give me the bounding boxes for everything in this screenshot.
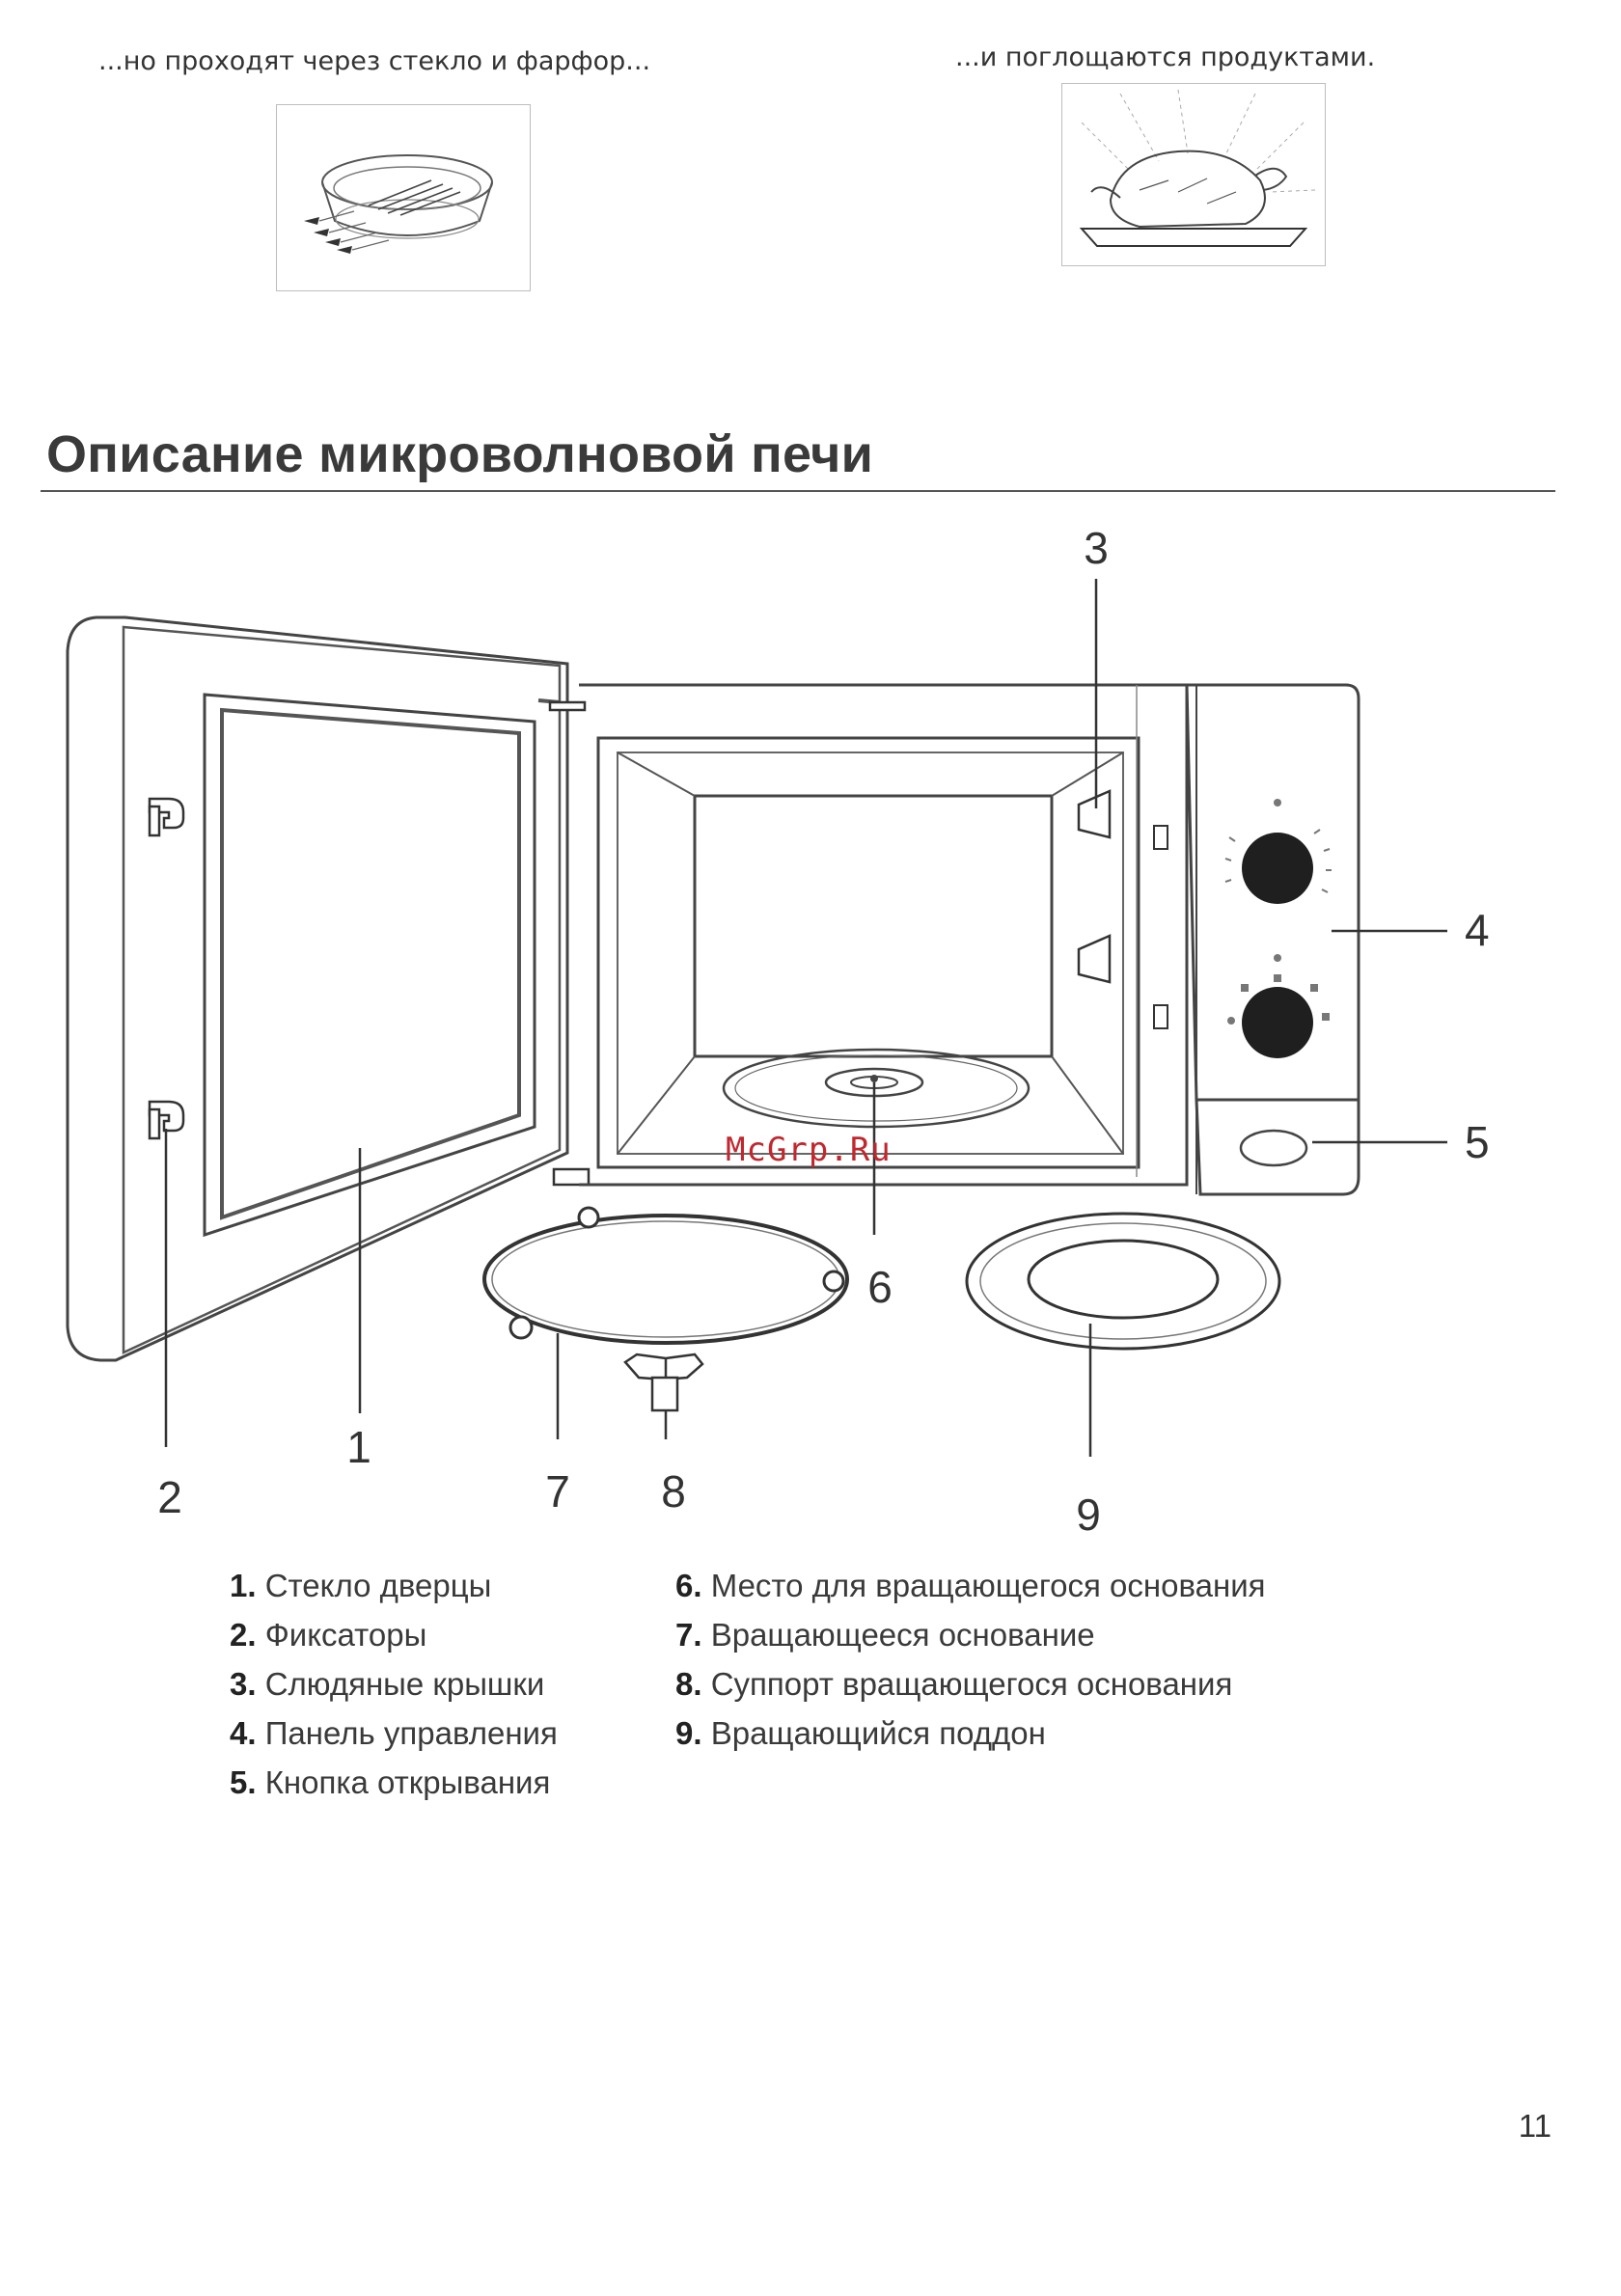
legend-item: 5. Кнопка открывания (230, 1758, 558, 1807)
callout-1: 1 (346, 1422, 371, 1472)
legend-text: Суппорт вращающегося основания (710, 1666, 1233, 1702)
legend-text: Место для вращающегося основания (710, 1568, 1266, 1603)
callout-8: 8 (661, 1466, 686, 1517)
legend-left-column: 1. Стекло дверцы 2. Фиксаторы 3. Слюдяны… (230, 1561, 558, 1807)
roast-chicken-icon (1079, 89, 1316, 247)
callout-7: 7 (545, 1466, 570, 1517)
callout-2: 2 (157, 1472, 182, 1522)
leader-lines (164, 579, 1447, 1457)
callout-6: 6 (867, 1262, 893, 1312)
legend-text: Вращающийся поддон (710, 1715, 1046, 1751)
title-underline (41, 490, 1555, 492)
oven-door (66, 615, 569, 1362)
door-latches (148, 797, 185, 1140)
legend-number: 8. (675, 1666, 702, 1702)
legend-number: 6. (675, 1568, 702, 1603)
legend-item: 1. Стекло дверцы (230, 1561, 558, 1610)
caption-glass-porcelain: ...но проходят через стекло и фарфор... (98, 46, 651, 76)
legend-text: Вращающееся основание (710, 1617, 1095, 1653)
legend-number: 1. (230, 1568, 257, 1603)
legend-number: 9. (675, 1715, 702, 1751)
roller-support (623, 1353, 704, 1412)
legend-item: 8. Суппорт вращающегося основания (675, 1659, 1266, 1708)
watermark: McGrp.Ru (726, 1131, 892, 1169)
legend-item: 2. Фиксаторы (230, 1610, 558, 1659)
callout-3: 3 (1084, 523, 1109, 573)
callout-9: 9 (1076, 1490, 1101, 1540)
microwave-diagram: 1 2 3 4 5 6 7 8 9 (66, 523, 1490, 1540)
legend-text: Фиксаторы (264, 1617, 427, 1653)
legend-item: 4. Панель управления (230, 1708, 558, 1758)
callout-4: 4 (1465, 905, 1490, 955)
timer-knob[interactable] (1242, 833, 1313, 904)
legend-text: Кнопка открывания (264, 1764, 551, 1800)
legend-number: 3. (230, 1666, 257, 1702)
legend-right-column: 6. Место для вращающегося основания 7. В… (675, 1561, 1266, 1758)
door-hinges (548, 700, 591, 1187)
legend-item: 9. Вращающийся поддон (675, 1708, 1266, 1758)
caption-absorbed-by-food: ...и поглощаются продуктами. (955, 42, 1376, 72)
legend-number: 5. (230, 1764, 257, 1800)
legend-text: Стекло дверцы (264, 1568, 492, 1603)
control-panel (1185, 683, 1360, 1196)
section-title: Описание микроволновой печи (46, 425, 874, 483)
oven-cavity (579, 683, 1189, 1187)
callout-5: 5 (1465, 1117, 1490, 1167)
legend-number: 7. (675, 1617, 702, 1653)
legend-text: Слюдяные крышки (264, 1666, 545, 1702)
glass-dish-illustration (276, 104, 531, 291)
legend-number: 2. (230, 1617, 257, 1653)
power-knob[interactable] (1242, 987, 1313, 1058)
legend-item: 6. Место для вращающегося основания (675, 1561, 1266, 1610)
turntable-tray (965, 1212, 1281, 1351)
page-number: 11 (1518, 2108, 1552, 2144)
legend-number: 4. (230, 1715, 257, 1751)
door-open-button[interactable] (1239, 1129, 1308, 1167)
roller-ring (482, 1206, 849, 1345)
legend-item: 7. Вращающееся основание (675, 1610, 1266, 1659)
legend-text: Панель управления (264, 1715, 558, 1751)
legend-item: 3. Слюдяные крышки (230, 1659, 558, 1708)
glass-dish-icon (304, 154, 493, 254)
food-absorption-illustration (1061, 83, 1326, 266)
